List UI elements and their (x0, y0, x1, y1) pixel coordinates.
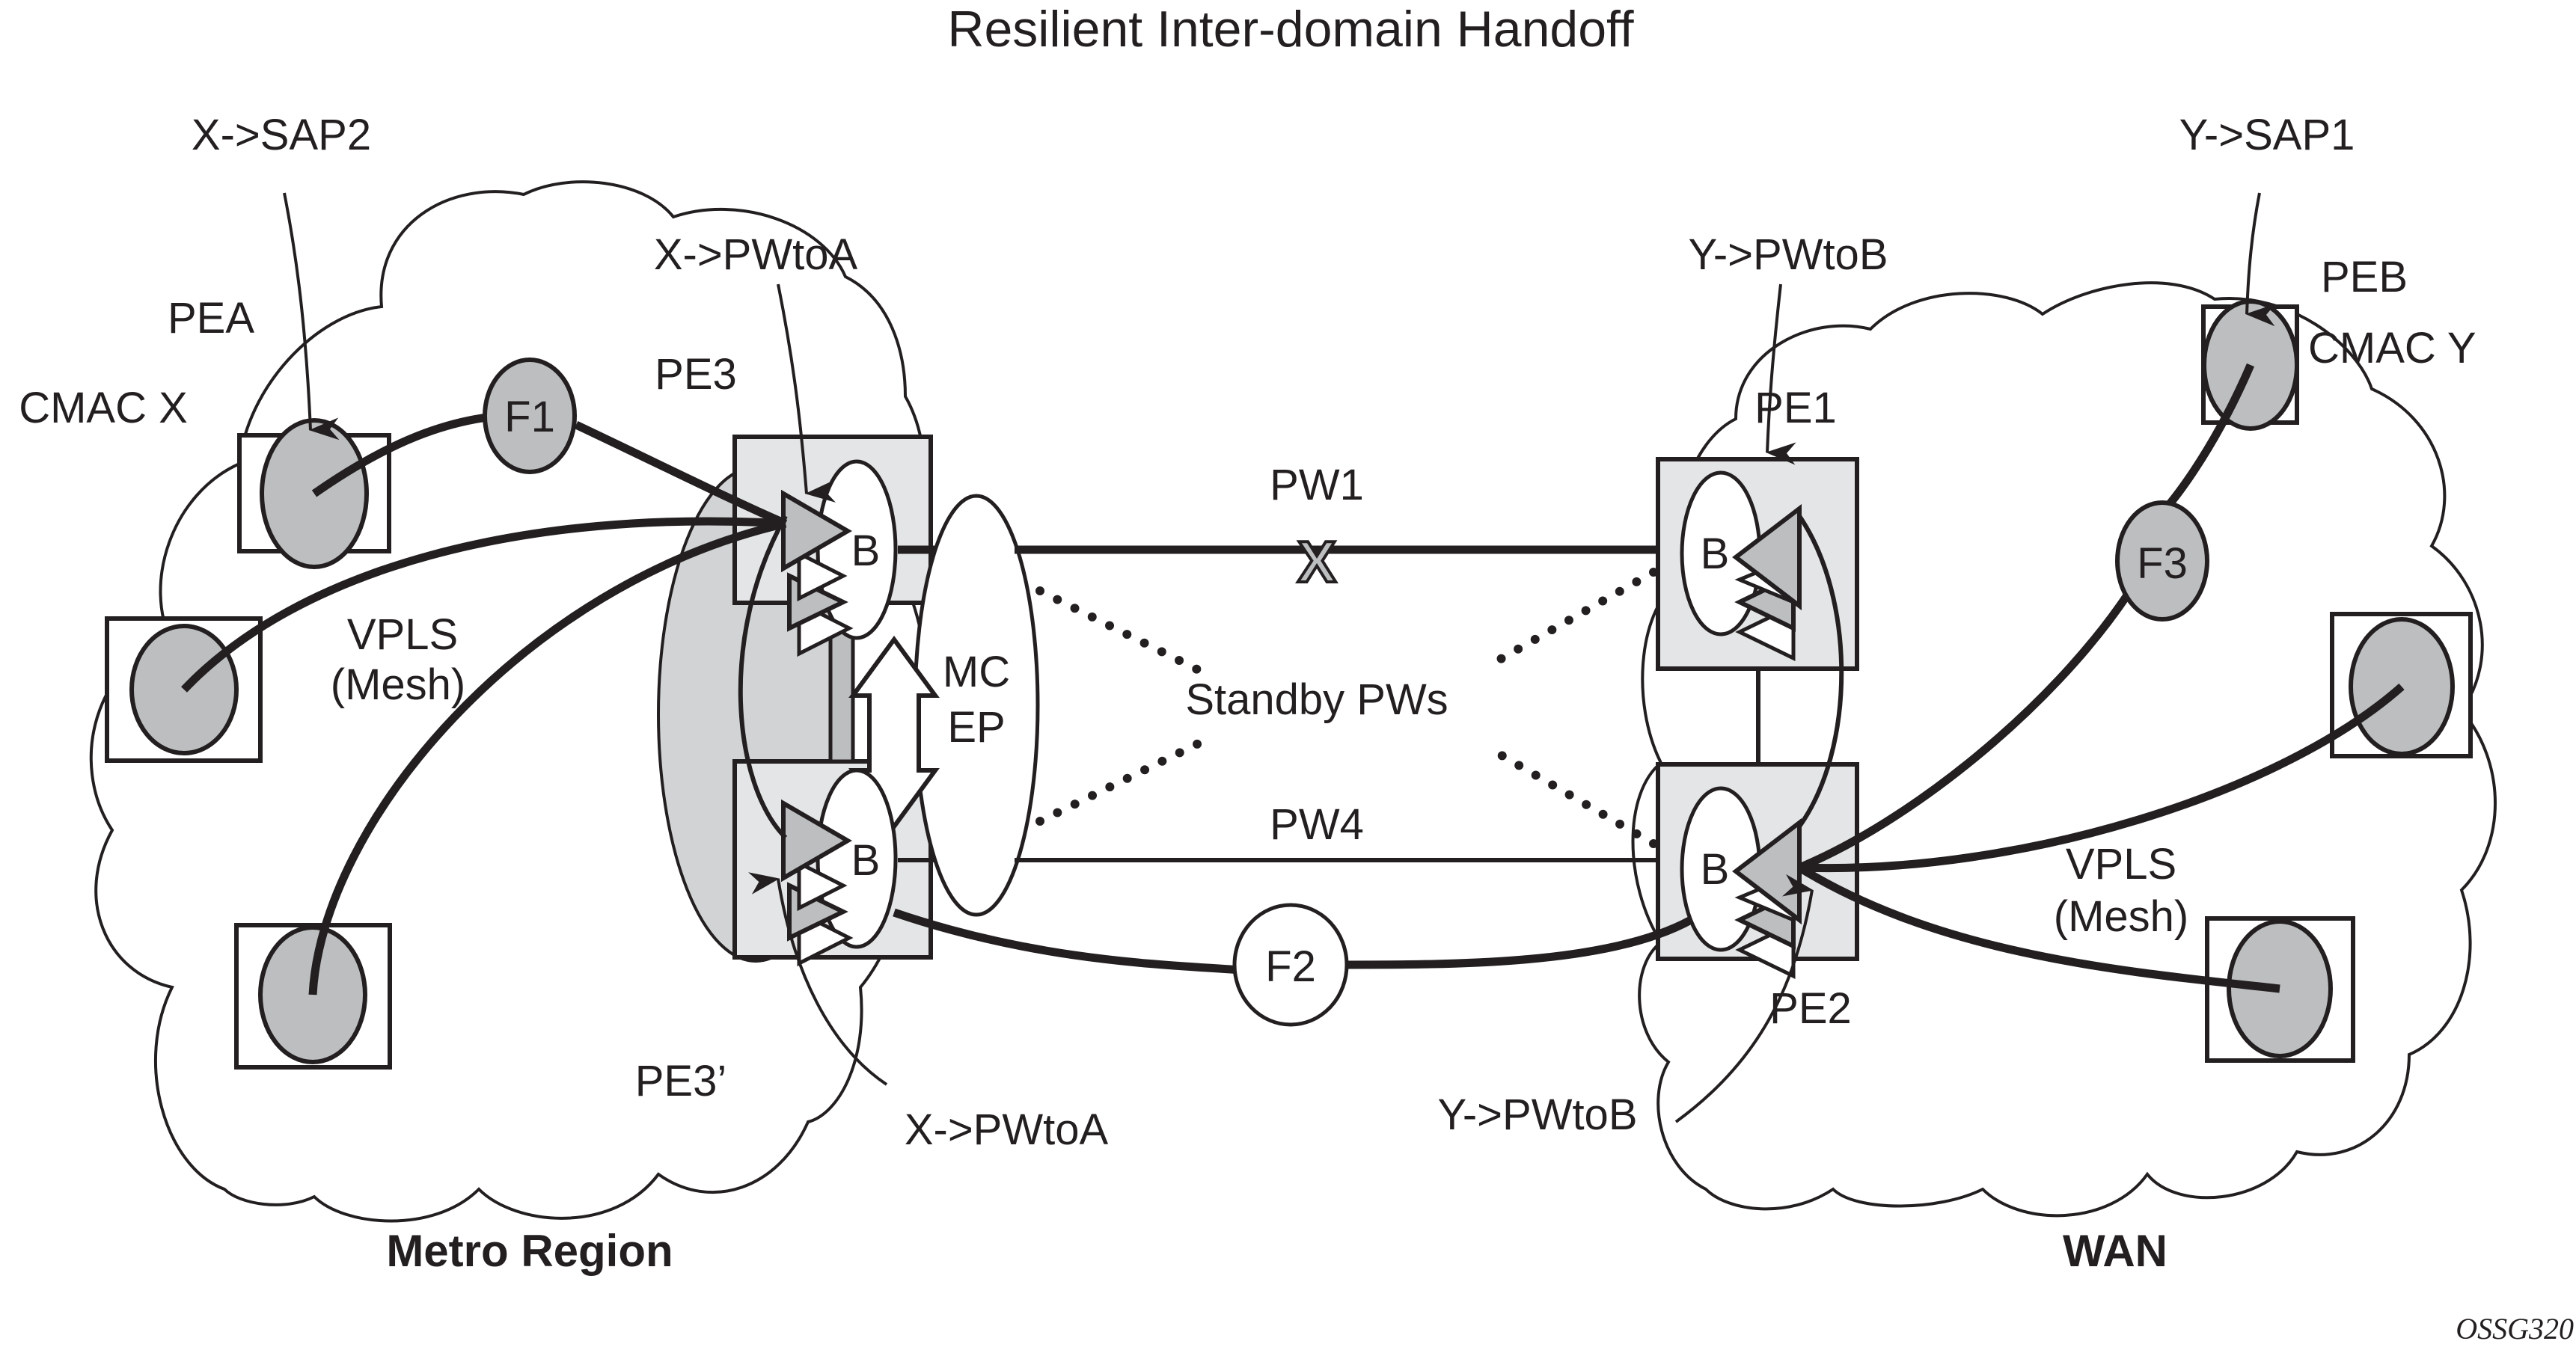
x-pwtoa-bottom-label: X->PWtoA (905, 1105, 1109, 1154)
metro-vpls-label-1: VPLS (347, 610, 458, 659)
x-sap2-label: X->SAP2 (192, 111, 371, 159)
y-sap1-arrow (2245, 192, 2276, 327)
metro-region-label: Metro Region (386, 1226, 673, 1276)
x-pwtoa-bottom-arrow (748, 872, 888, 1086)
pea-label: PEA (168, 294, 254, 343)
y-pwtob-top-label: Y->PWtoB (1688, 230, 1888, 279)
metro-vpls-label-2: (Mesh) (331, 660, 465, 709)
f1-label: F1 (504, 393, 555, 441)
wan-vpls-flow-line (1797, 864, 2280, 993)
y-pwtob-bottom-arrow (1674, 874, 1814, 1123)
cmac-x-label: CMAC X (19, 384, 188, 432)
pe3-prime-bridge-label: B (851, 836, 881, 885)
y-sap1-label: Y->SAP1 (2179, 111, 2355, 159)
f3-label: F3 (2137, 539, 2188, 588)
x-pwtoa-top-label: X->PWtoA (654, 230, 858, 279)
y-pwtob-top-arrow (1766, 283, 1796, 465)
x-pwtoa-top-arrow (777, 283, 836, 503)
f2-flow-node[interactable] (1232, 903, 1349, 1027)
standby-pw-line (1484, 743, 1658, 848)
standby-pw-line (1035, 586, 1209, 678)
diagram-title: Resilient Inter-domain Handoff (947, 1, 1633, 58)
peb-label: PEB (2321, 253, 2408, 301)
x-sap2-arrow (283, 192, 340, 441)
pe3-label: PE3 (655, 350, 737, 399)
pe2-bridge-label: B (1701, 845, 1730, 894)
pw1-label: PW1 (1270, 461, 1364, 509)
wan-vpls-label-2: (Mesh) (2054, 892, 2188, 941)
f3-flow-line (1797, 590, 2132, 872)
pe3-bridge-label: B (851, 527, 881, 575)
wan-region-label: WAN (2063, 1226, 2167, 1276)
metro-vpls-flow-line (308, 519, 787, 995)
pe1-pe2-arc (1797, 515, 1844, 828)
f2-label: F2 (1265, 942, 1316, 991)
standby-pw-line (1484, 568, 1658, 670)
cmac-y-label: CMAC Y (2308, 324, 2476, 372)
f1-flow-line (574, 421, 788, 528)
pe3-prime-label: PE3’ (635, 1057, 727, 1105)
pe1-port-triangles-icon (1732, 503, 1802, 661)
pe3-prime-port-triangles-icon (781, 799, 854, 967)
pe3-pe3prime-arc (738, 515, 788, 840)
f2-flow-line (1331, 916, 1693, 969)
mc-ep-label-1: MC (943, 648, 1010, 696)
pe2-label: PE2 (1769, 984, 1852, 1033)
pw4-label: PW4 (1270, 800, 1364, 849)
standby-pws-label: Standby PWs (1185, 675, 1448, 724)
pe1-bridge-label: B (1701, 530, 1730, 578)
figure-id: OSSG320 (2456, 1312, 2574, 1346)
f2-flow-line (893, 908, 1250, 975)
wan-vpls-label-1: VPLS (2066, 840, 2176, 889)
metro-vpls-flow-line (181, 517, 786, 693)
mc-ep-label-2: EP (947, 703, 1005, 752)
y-pwtob-bottom-label: Y->PWtoB (1437, 1090, 1637, 1139)
wan-vpls-flow-line (1799, 683, 2405, 873)
f3-flow-node[interactable] (2115, 500, 2209, 622)
standby-pw-line (1035, 736, 1209, 826)
pe3-port-triangles-icon (781, 489, 854, 657)
f1-flow-node[interactable] (483, 358, 577, 474)
pw1-failure-icon: X (1297, 529, 1336, 595)
pe1-label: PE1 (1754, 384, 1837, 432)
